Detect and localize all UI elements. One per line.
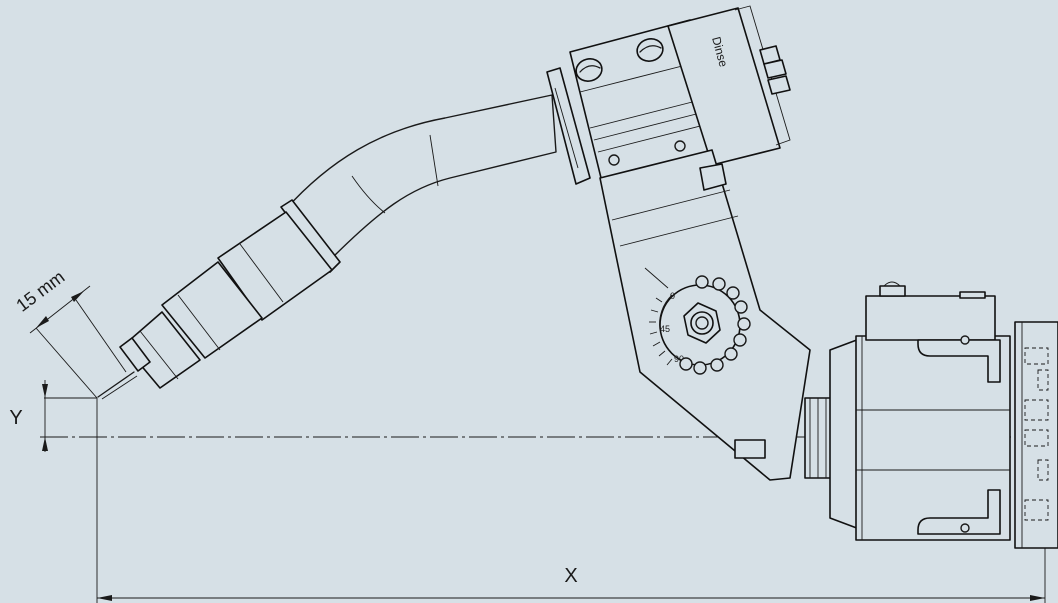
torch-holder-block: Dinse [546,5,791,191]
swivel-arm: 0 45 90 [599,149,811,481]
x-dimension-label: X [564,565,577,587]
robot-flange [1014,321,1058,549]
stickout-label: 15 mm [12,267,68,316]
mounting-bracket [829,281,1011,541]
scale-mark-45: 45 [660,324,670,334]
scale-mark-0: 0 [670,291,675,301]
stickout-dimension: 15 mm [12,267,127,399]
scale-mark-90: 90 [674,354,684,364]
connector-nut [734,397,836,479]
y-dimension: Y [9,380,97,452]
torch-neck [284,94,557,261]
y-dimension-label: Y [9,407,22,429]
torch-nozzle [97,199,341,400]
